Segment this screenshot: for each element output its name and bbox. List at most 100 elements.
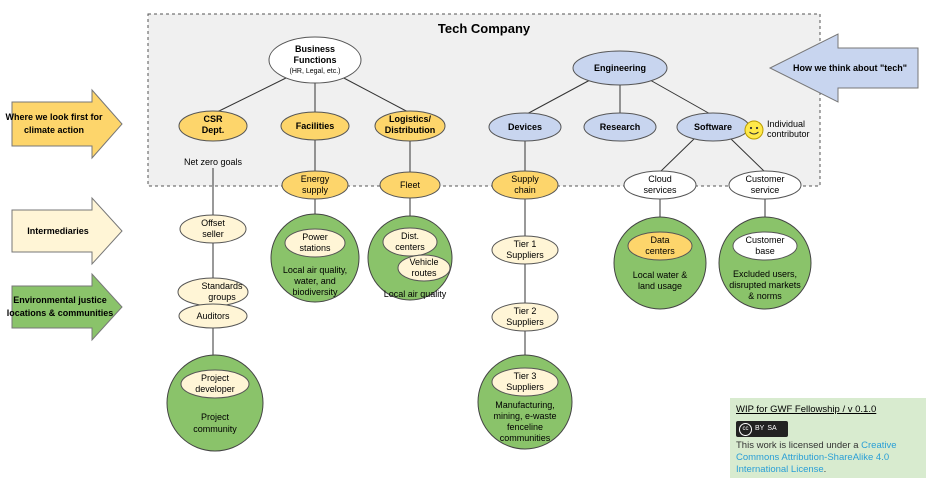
node-vehicle-l2: routes [411,268,437,278]
node-power-l1: Power [302,232,328,242]
node-auditors [178,303,248,329]
node-supply-l2: chain [514,185,536,195]
node-energy-supply [281,170,349,200]
node-data-centers [627,231,693,261]
impact-circle-data-centers [613,216,707,310]
diagram-title: Tech Company [438,21,531,36]
tier3-impact-l4: communities [500,433,551,443]
node-dist-l2: centers [395,242,425,252]
individual-contributor-l2: contributor [767,129,810,139]
node-business-functions-l1: Business [295,44,335,54]
arrow-where-label-1: Where we look first for [5,112,103,122]
license-link[interactable]: Creative Commons Attribution-ShareAlike … [736,440,897,475]
node-power-stations [284,228,346,258]
node-project-developer [180,369,250,399]
power-impact-l2: water, and [293,276,336,286]
node-auditors-label: Auditors [196,311,230,321]
node-fleet [379,171,441,199]
tech-company-box [147,13,821,187]
power-impact-l1: Local air quality, [283,265,347,275]
dc-impact-l1: Local water & [633,270,688,280]
node-dc-l2: centers [645,246,675,256]
arrow-ej-label-2: locations & communities [7,308,114,318]
arrow-intermediaries-label: Intermediaries [27,226,89,236]
node-vehicle-routes [397,254,451,282]
node-power-l2: stations [299,243,331,253]
node-business-functions-l2: Functions [294,55,337,65]
cb-impact-l1: Excluded users, [733,269,797,279]
node-standards-l2: groups [208,292,236,302]
arrow-ej: Environmental justice locations & commun… [7,272,123,342]
node-tier2-l2: Suppliers [506,317,544,327]
node-research [583,112,657,142]
node-csr-l1: CSR [203,114,223,124]
license-box: WIP for GWF Fellowship / v 0.1.0 cc BY S… [730,398,926,478]
arrow-intermediaries: Intermediaries [11,196,123,266]
node-tier2 [491,302,559,332]
node-tier3-l2: Suppliers [506,382,544,392]
node-tier2-l1: Tier 2 [514,306,537,316]
node-tier3 [491,367,559,397]
node-cust-service-l2: service [751,185,780,195]
node-engineering-label: Engineering [594,63,646,73]
impact-circle-project [166,354,264,452]
cb-impact-l3: & norms [748,291,782,301]
node-dc-l1: Data [650,235,669,245]
node-csr [178,110,248,142]
by-icon: BY [755,425,765,432]
node-engineering [572,50,668,86]
node-business-functions [268,36,362,84]
node-projdev-l1: Project [201,373,230,383]
arrow-where-label-2: climate action [24,125,84,135]
arrow-how-we-think: How we think about "tech" [768,33,919,103]
node-energy-l1: Energy [301,174,330,184]
node-cb-l1: Customer [745,235,784,245]
connectors [212,75,766,370]
node-cust-service-l1: Customer [745,174,784,184]
node-logistics-l2: Distribution [385,125,436,135]
tier3-impact-l3: fenceline [507,422,543,432]
node-cloud-l1: Cloud [648,174,672,184]
node-research-label: Research [600,122,641,132]
node-energy-l2: supply [302,185,329,195]
node-tier1-l2: Suppliers [506,250,544,260]
node-offset-seller [179,214,247,244]
power-impact-l3: biodiversity [292,287,338,297]
arrow-ej-label-1: Environmental justice [13,295,107,305]
project-community-l1: Project [201,412,230,422]
node-supply-chain [491,170,559,200]
node-tier1-l1: Tier 1 [514,239,537,249]
node-logistics-l1: Logistics/ [389,114,432,124]
node-projdev-l2: developer [195,384,235,394]
node-software-label: Software [694,122,732,132]
tier3-impact-l1: Manufacturing, [495,400,555,410]
individual-contributor-l1: Individual [767,119,805,129]
node-offset-l2: seller [202,229,224,239]
sa-icon: SA [767,425,777,432]
dc-impact-l2: land usage [638,281,682,291]
fleet-impact: Local air quality [384,289,447,299]
node-cloud-services [623,170,697,200]
tier3-impact-l2: mining, e-waste [493,411,556,421]
node-facilities [280,111,350,141]
license-text-prefix: This work is licensed under a [736,440,859,451]
node-tier1 [491,235,559,265]
node-cloud-l2: services [643,185,677,195]
node-cb-l2: base [755,246,775,256]
node-customer-service [728,170,802,200]
cb-impact-l2: disrupted markets [729,280,801,290]
node-tier3-l1: Tier 3 [514,371,537,381]
node-devices [488,112,562,142]
project-community-l2: community [193,424,237,434]
node-business-functions-l3: (HR, Legal, etc.) [290,68,341,75]
node-standards-l1: Standards [201,281,243,291]
node-dist-centers [382,227,438,257]
arrow-how-label: How we think about "tech" [793,63,907,73]
node-dist-l1: Dist. [401,231,419,241]
wip-label[interactable]: WIP for GWF Fellowship / v 0.1.0 [736,404,877,415]
net-zero-goals: Net zero goals [184,157,243,167]
cc-by-sa-badge-icon[interactable]: cc BY SA [736,421,788,437]
license-period: . [823,464,827,475]
node-fleet-label: Fleet [400,180,421,190]
